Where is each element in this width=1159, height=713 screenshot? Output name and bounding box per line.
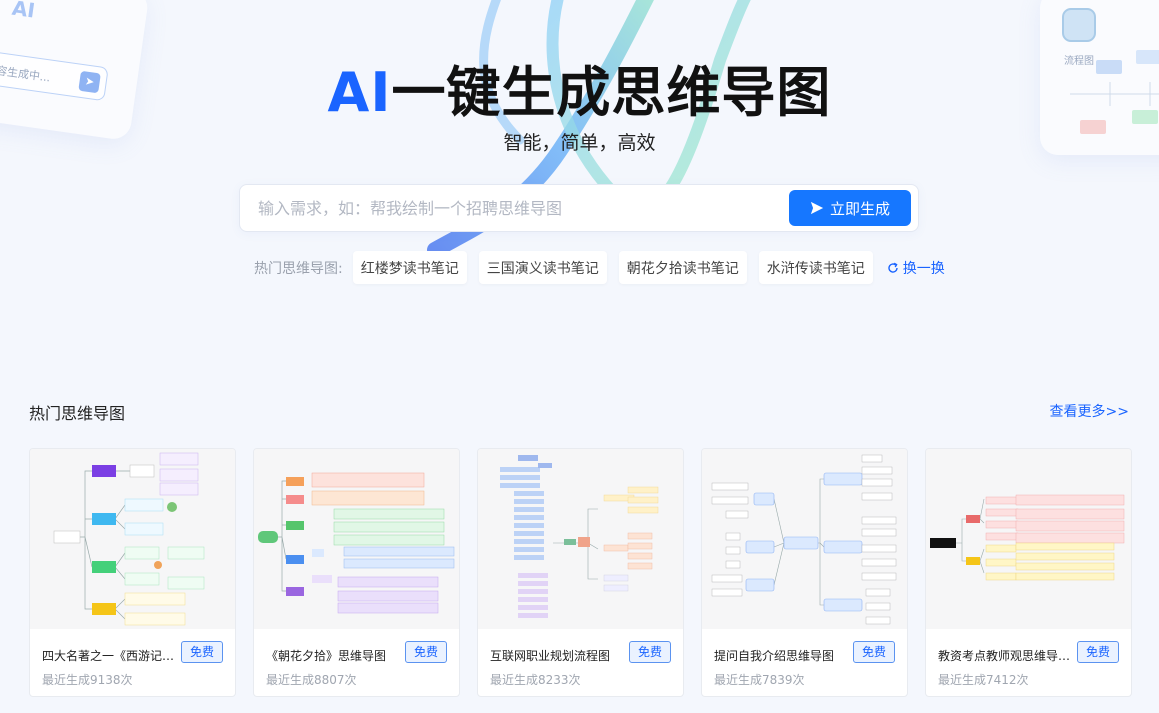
hero-title-rest: 一键生成思维导图: [391, 61, 832, 124]
search-box: 立即生成: [239, 184, 919, 232]
template-card[interactable]: 四大名著之一《西游记》思维导图 免费 最近生成9138次: [29, 448, 236, 697]
card-title: 互联网职业规划流程图: [490, 649, 611, 663]
card-meta: 最近生成9138次: [42, 673, 133, 687]
mindmap-thumbnail: [254, 449, 459, 629]
search-input[interactable]: [240, 185, 780, 231]
generate-button[interactable]: 立即生成: [789, 190, 911, 226]
send-icon: [810, 201, 824, 215]
card-meta: 最近生成8807次: [266, 673, 357, 687]
mindmap-thumbnail: [926, 449, 1131, 629]
card-meta: 最近生成7839次: [714, 673, 805, 687]
hot-tag[interactable]: 朝花夕拾读书笔记: [618, 251, 747, 284]
decor-ai-label: AI: [10, 0, 37, 23]
flowchart-icon: [1062, 8, 1096, 42]
card-meta: 最近生成7412次: [938, 673, 1029, 687]
hot-tag[interactable]: 红楼梦读书笔记: [352, 251, 467, 284]
hot-tags: 热门思维导图: 红楼梦读书笔记 三国演义读书笔记 朝花夕拾读书笔记 水浒传读书笔…: [254, 251, 945, 284]
free-badge: 免费: [405, 641, 447, 663]
template-card[interactable]: 《朝花夕拾》思维导图 免费 最近生成8807次: [253, 448, 460, 697]
view-more-link[interactable]: 查看更多>>: [1049, 404, 1129, 420]
card-meta: 最近生成8233次: [490, 673, 581, 687]
mindmap-thumbnail: [478, 449, 683, 629]
card-title: 提问自我介绍思维导图: [714, 649, 835, 663]
refresh-label: 换一换: [902, 260, 945, 277]
hero-subtitle: 智能，简单，高效: [503, 132, 656, 154]
template-card[interactable]: 教资考点教师观思维导图流程图 免费 最近生成7412次: [925, 448, 1132, 697]
hot-tag[interactable]: 水浒传读书笔记: [758, 251, 873, 284]
card-list: 四大名著之一《西游记》思维导图 免费 最近生成9138次: [29, 448, 1132, 697]
hot-tag[interactable]: 三国演义读书笔记: [478, 251, 607, 284]
refresh-button[interactable]: 换一换: [887, 258, 945, 278]
hot-tags-label: 热门思维导图:: [254, 260, 343, 277]
template-card[interactable]: 互联网职业规划流程图 免费 最近生成8233次: [477, 448, 684, 697]
card-title: 《朝花夕拾》思维导图: [266, 649, 387, 663]
free-badge: 免费: [1077, 641, 1119, 663]
hero-title-ai: AI: [327, 61, 392, 124]
section-title: 热门思维导图: [29, 404, 126, 423]
mindmap-thumbnail: [702, 449, 907, 629]
generate-button-label: 立即生成: [829, 199, 890, 218]
template-card[interactable]: 提问自我介绍思维导图 免费 最近生成7839次: [701, 448, 908, 697]
card-title: 教资考点教师观思维导图流程图: [938, 649, 1076, 663]
free-badge: 免费: [629, 641, 671, 663]
free-badge: 免费: [853, 641, 895, 663]
hero-title: AI一键生成思维导图: [0, 58, 1159, 128]
mindmap-thumbnail: [30, 449, 235, 629]
card-title: 四大名著之一《西游记》思维导图: [42, 649, 180, 663]
free-badge: 免费: [181, 641, 223, 663]
refresh-icon: [888, 262, 898, 273]
